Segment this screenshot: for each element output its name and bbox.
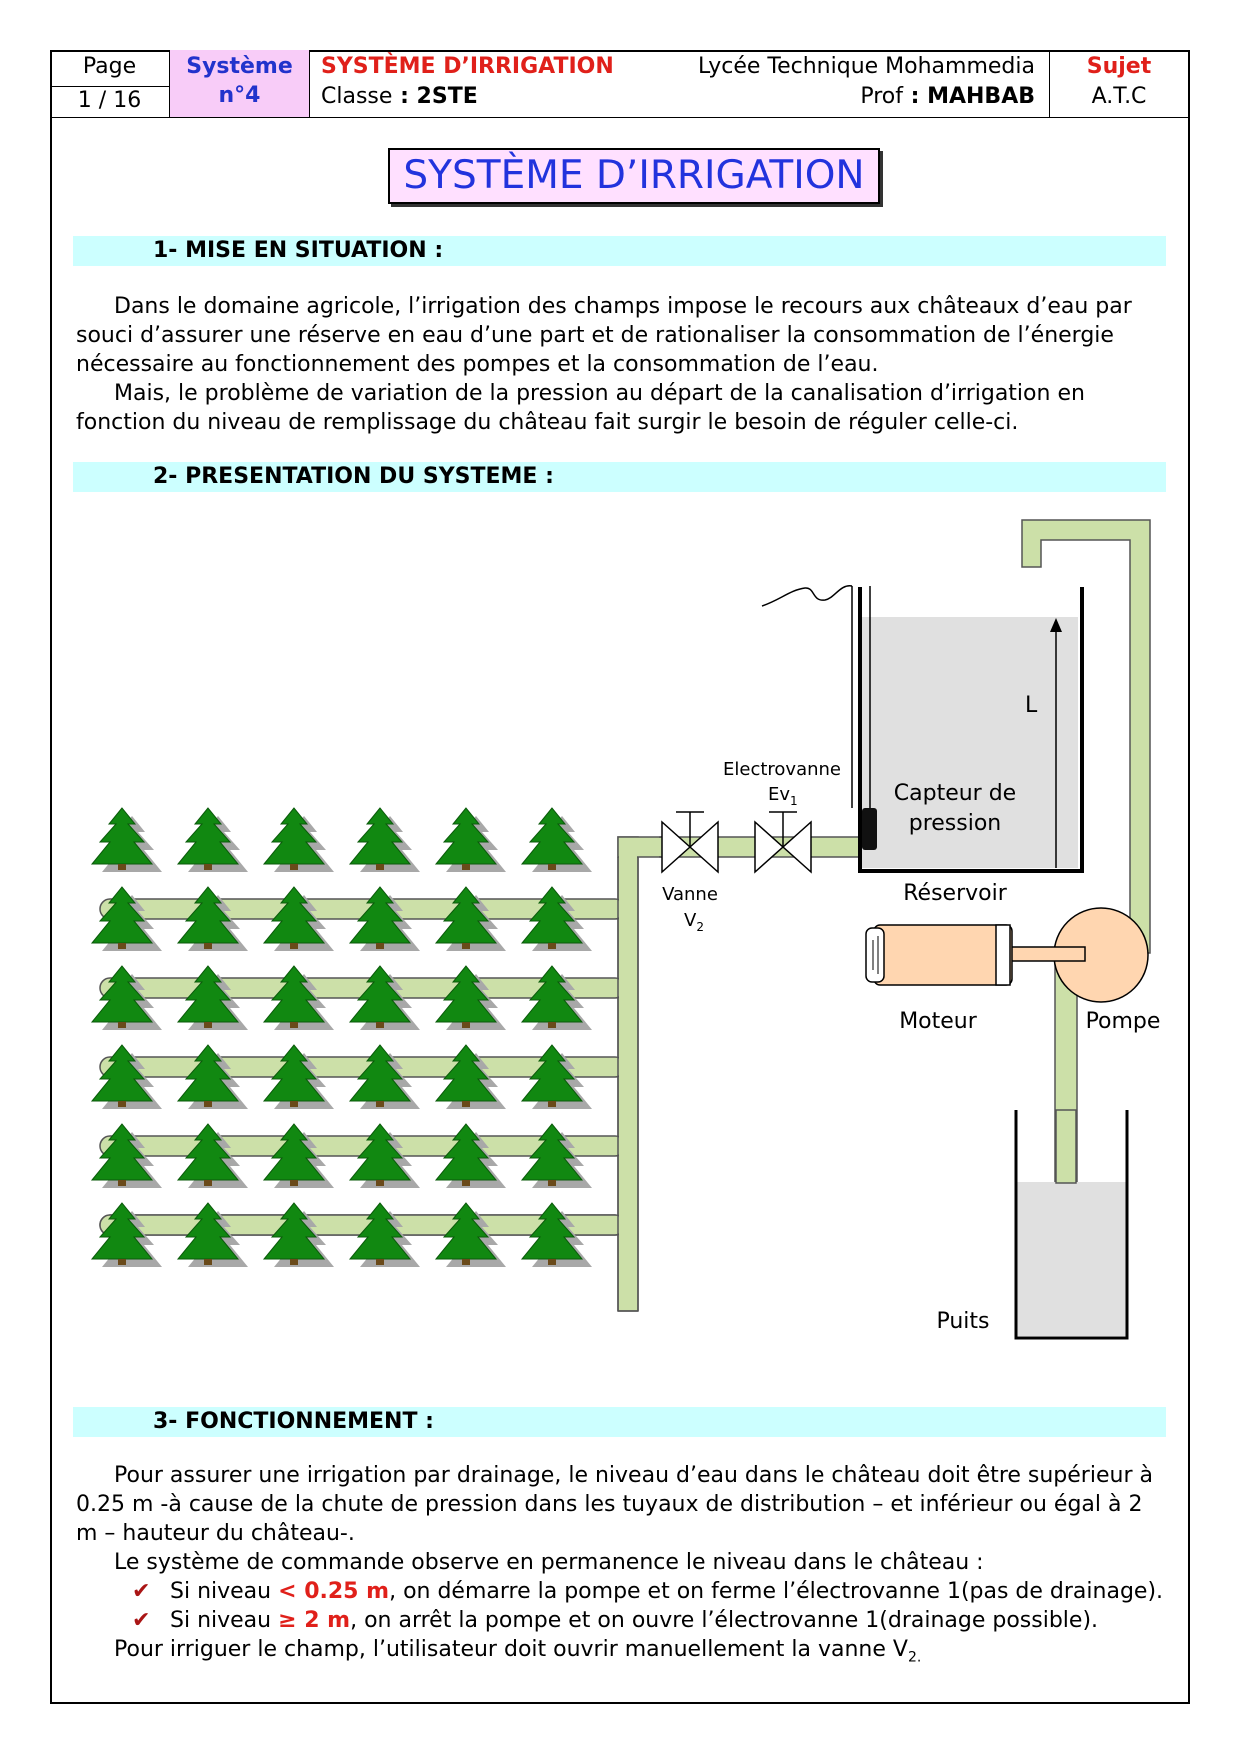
systeme-cell: Système n°4 — [170, 50, 310, 118]
school-name: Lycée Technique Mohammedia — [697, 54, 1035, 79]
threshold-high: ≥ 2 m — [278, 1608, 351, 1633]
electrovanne-label: Electrovanne — [723, 759, 841, 780]
tree-field — [91, 807, 592, 1267]
section-3-paragraph-1: Pour assurer une irrigation par drainage… — [76, 1463, 1153, 1546]
level-label: L — [1025, 693, 1038, 718]
capteur-pression-icon — [862, 808, 877, 850]
section-3-paragraph-3: Pour irriguer le champ, l’utilisateur do… — [114, 1637, 922, 1666]
vanne-v2-icon[interactable] — [661, 811, 719, 874]
condition-bullet-2: ✔Si niveau ≥ 2 m, on arrêt la pompe et o… — [132, 1608, 1099, 1633]
systeme-label: Système — [186, 54, 293, 79]
section-1-paragraph-2: Mais, le problème de variation de la pre… — [76, 381, 1085, 435]
electrovanne-ev1-icon[interactable] — [754, 811, 812, 874]
document-header: Page 1 / 16 Système n°4 SYSTÈME D’IRRIGA… — [50, 50, 1190, 120]
feed-pipe — [1021, 519, 1151, 954]
prof-line: Prof : MAHBAB — [860, 84, 1035, 109]
section-2-title: 2- PRESENTATION DU SYSTEME : — [73, 462, 1166, 492]
page-frame — [50, 50, 1190, 1704]
ev1-label: Ev1 — [768, 784, 798, 808]
pompe-label: Pompe — [1086, 1009, 1161, 1034]
sujet-value: A.T.C — [1091, 84, 1147, 109]
moteur-icon — [865, 924, 1086, 986]
systeme-value: n°4 — [218, 83, 261, 108]
classe-line: Classe : 2STE — [321, 84, 478, 109]
section-1-text: Dans le domaine agricole, l’irrigation d… — [76, 292, 1166, 437]
v2-label: V2 — [684, 910, 704, 934]
prof-value: MAHBAB — [927, 84, 1035, 109]
threshold-low: < 0.25 m — [278, 1579, 390, 1604]
section-3-paragraph-2: Le système de commande observe en perman… — [114, 1550, 984, 1575]
condition-bullet-1: ✔Si niveau < 0.25 m, on démarre la pompe… — [132, 1579, 1164, 1604]
distribution-pipes — [99, 836, 664, 1312]
sujet-cell: Sujet A.T.C — [1050, 50, 1188, 118]
section-1-title: 1- MISE EN SITUATION : — [73, 236, 1166, 266]
subject-title: SYSTÈME D’IRRIGATION — [321, 54, 614, 79]
capteur-label-2: pression — [909, 811, 1002, 836]
section-3-text: Pour assurer une irrigation par drainage… — [76, 1461, 1166, 1672]
classe-value: 2STE — [416, 84, 478, 109]
section-3-title: 3- FONCTIONNEMENT : — [73, 1407, 1166, 1437]
section-1-paragraph-1: Dans le domaine agricole, l’irrigation d… — [76, 294, 1132, 377]
irrigation-diagram: Vanne V2 Electrovanne Ev1 L Capteur de p… — [91, 519, 1161, 1340]
page-label: Page — [82, 54, 137, 79]
moteur-label: Moteur — [899, 1009, 978, 1034]
title-cell: SYSTÈME D’IRRIGATION Classe : 2STE Lycée… — [310, 50, 1050, 118]
check-icon: ✔ — [132, 1579, 151, 1604]
main-title: SYSTÈME D’IRRIGATION — [388, 148, 880, 204]
vanne-label: Vanne — [662, 884, 718, 905]
sujet-label: Sujet — [1086, 54, 1152, 79]
reservoir-label: Réservoir — [903, 881, 1007, 906]
capteur-label-1: Capteur de — [894, 781, 1016, 806]
puits — [1014, 1109, 1129, 1340]
page-value: 1 / 16 — [77, 88, 142, 113]
reservoir — [761, 585, 1084, 873]
check-icon: ✔ — [132, 1608, 151, 1633]
page-cell: Page 1 / 16 — [50, 50, 170, 118]
puits-label: Puits — [936, 1309, 989, 1334]
